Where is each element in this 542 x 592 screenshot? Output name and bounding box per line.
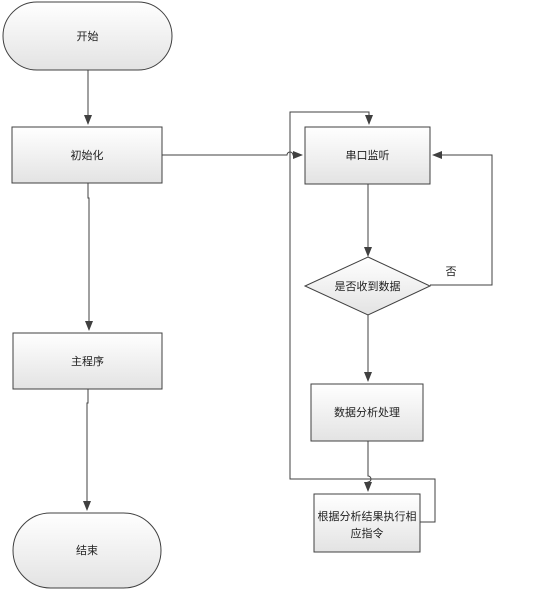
start-terminator: 开始 xyxy=(2,1,173,71)
edge-execute-serial-loop xyxy=(289,111,436,523)
main-process: 主程序 xyxy=(12,332,163,390)
received-label: 是否收到数据 xyxy=(335,279,401,293)
init-process: 初始化 xyxy=(11,126,163,184)
end-label: 结束 xyxy=(76,544,98,557)
init-label: 初始化 xyxy=(71,148,104,162)
execute-process: 根据分析结果执行相 应指令 xyxy=(313,493,421,553)
edge-init-serial xyxy=(162,151,303,159)
received-decision: 是否收到数据 xyxy=(303,256,432,316)
edge-analyze-execute xyxy=(364,441,372,492)
analyze-process: 数据分析处理 xyxy=(310,383,424,442)
serial-label: 串口监听 xyxy=(346,149,390,162)
serial-process: 串口监听 xyxy=(304,126,431,185)
end-terminator: 结束 xyxy=(12,512,162,589)
no-branch-label: 否 xyxy=(446,265,457,278)
main-label: 主程序 xyxy=(71,354,104,368)
analyze-label: 数据分析处理 xyxy=(334,405,400,419)
edges xyxy=(83,70,493,523)
edge-no-loop xyxy=(430,151,493,286)
execute-label-line2: 应指令 xyxy=(351,526,384,540)
edge-init-main xyxy=(85,183,93,331)
execute-label-line1: 根据分析结果执行相 xyxy=(318,509,417,523)
edge-main-end xyxy=(83,389,91,511)
start-label: 开始 xyxy=(77,29,99,43)
